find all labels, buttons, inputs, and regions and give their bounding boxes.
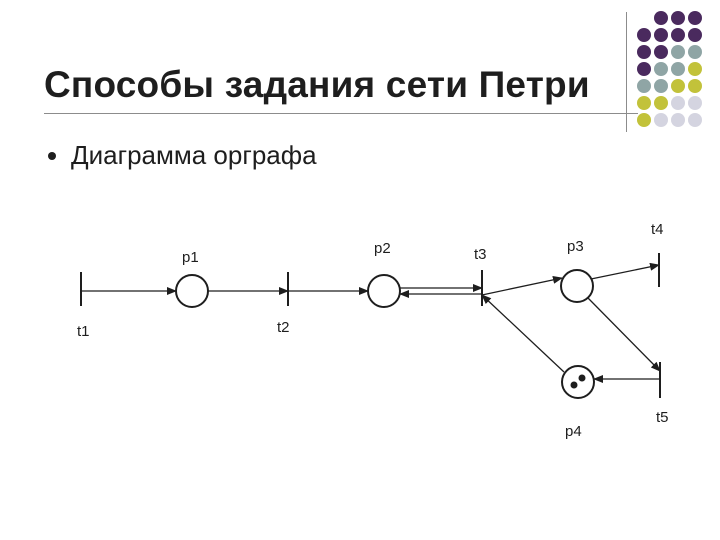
decor-dot (688, 79, 702, 93)
decor-dot (688, 96, 702, 110)
decor-dot-grid (637, 11, 702, 127)
place-p2 (367, 274, 401, 308)
decor-dot (637, 28, 651, 42)
transition-label-t5: t5 (656, 409, 669, 426)
decor-dot (688, 11, 702, 25)
decor-dot (671, 11, 685, 25)
decor-dot (671, 113, 685, 127)
arc-p4-t3 (481, 294, 565, 373)
transition-label-t1: t1 (77, 323, 90, 340)
decor-dot (637, 79, 651, 93)
decor-dot (671, 62, 685, 76)
decor-dot (637, 113, 651, 127)
decor-dot (654, 113, 668, 127)
decor-dot (654, 11, 668, 25)
decor-dot (688, 113, 702, 127)
place-p4 (561, 365, 595, 399)
transition-label-t4: t4 (651, 221, 664, 238)
place-label-p3: p3 (567, 238, 584, 255)
token-p4-1 (570, 381, 578, 389)
decor-dot (637, 62, 651, 76)
bullet-dot (48, 152, 56, 160)
decor-dot (671, 79, 685, 93)
arc-p3-t5 (587, 297, 661, 372)
place-label-p1: p1 (182, 249, 199, 266)
decor-dot (654, 28, 668, 42)
decor-vertical-line (626, 12, 627, 132)
bullet-text: Диаграмма орграфа (71, 140, 317, 170)
decor-dot (654, 45, 668, 59)
place-label-p4: p4 (565, 423, 582, 440)
transition-label-t3: t3 (474, 246, 487, 263)
decor-dot (654, 79, 668, 93)
title-underline (44, 113, 638, 114)
decor-dot (654, 96, 668, 110)
decor-dot (654, 62, 668, 76)
decor-dot (671, 28, 685, 42)
decor-dot (671, 96, 685, 110)
token-p4-2 (578, 374, 586, 382)
decor-dot (688, 45, 702, 59)
arc-t3-p3 (481, 275, 563, 296)
transition-label-t2: t2 (277, 319, 290, 336)
place-p1 (175, 274, 209, 308)
decor-dot (688, 28, 702, 42)
place-label-p2: p2 (374, 240, 391, 257)
arc-p3-t4 (590, 262, 660, 280)
decor-dot (637, 96, 651, 110)
decor-dot (688, 62, 702, 76)
slide-title: Способы задания сети Петри (44, 64, 590, 105)
decor-dot (671, 45, 685, 59)
place-p3 (560, 269, 594, 303)
decor-dot (637, 45, 651, 59)
